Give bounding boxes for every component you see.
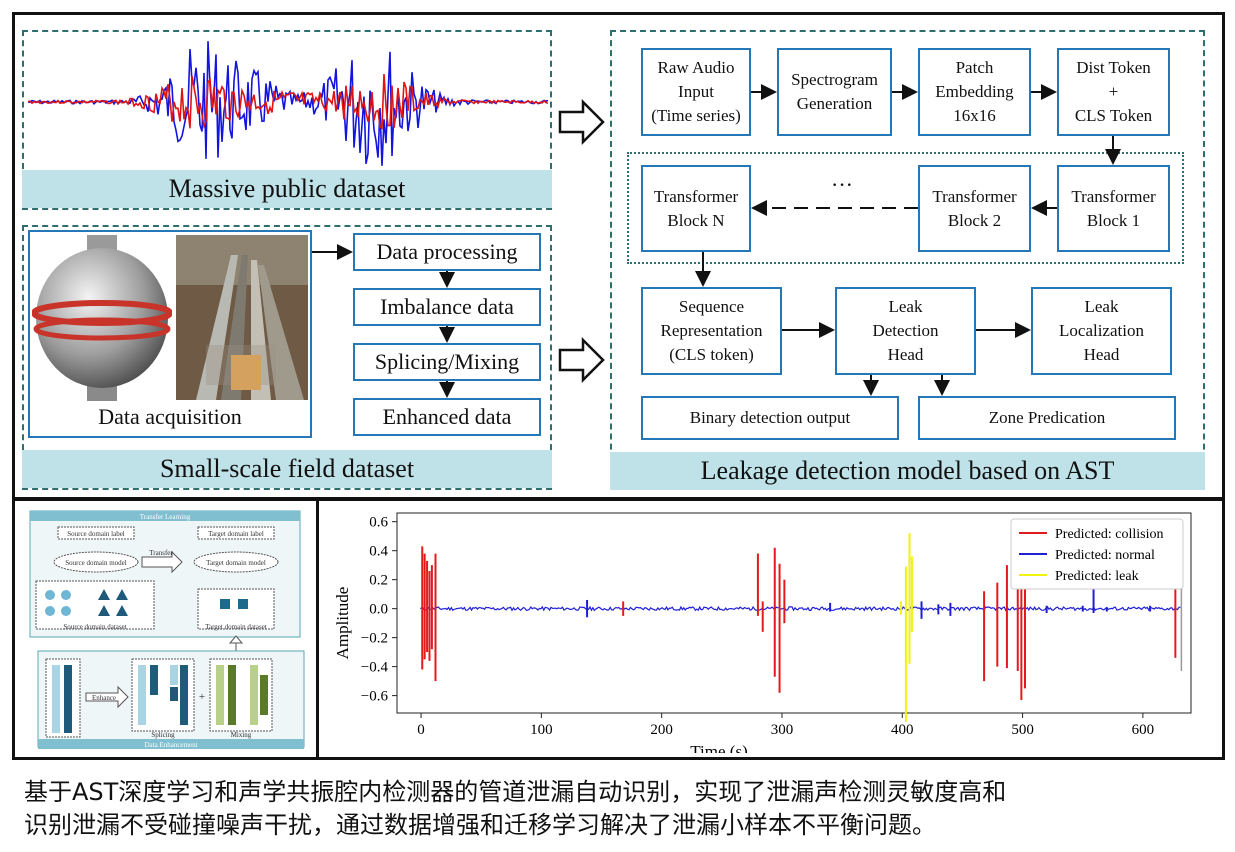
step-imbalance-data: Imbalance data bbox=[353, 288, 541, 326]
de-title: Data Enhancement bbox=[144, 741, 197, 749]
leak-localization-head: Leak Localization Head bbox=[1031, 287, 1172, 375]
leak-detection-head: Leak Detection Head bbox=[835, 287, 976, 375]
y-tick-label: −0.6 bbox=[361, 689, 389, 705]
public-dataset-title: Massive public dataset bbox=[22, 170, 552, 208]
sequence-representation: Sequence Representation (CLS token) bbox=[641, 287, 782, 375]
acquisition-frame bbox=[28, 230, 312, 438]
waveform-trace bbox=[28, 73, 548, 130]
binary-detection-output: Binary detection output bbox=[641, 396, 899, 440]
raw-audio-input: Raw Audio Input (Time series) bbox=[641, 48, 751, 136]
y-tick-label: 0.4 bbox=[369, 544, 388, 560]
tl-target-label: Target domain label bbox=[208, 530, 264, 538]
legend-label-0: Predicted: collision bbox=[1055, 527, 1163, 542]
transformer-block-2: Transformer Block 2 bbox=[918, 165, 1031, 252]
step-data-processing: Data processing bbox=[353, 233, 541, 271]
y-tick-label: −0.4 bbox=[361, 660, 389, 676]
x-axis-label: Time (s) bbox=[690, 742, 747, 753]
x-tick-label: 0 bbox=[417, 722, 425, 738]
prediction-chart: 0 100 200 300 400 500 600 −0.6 −0.4 −0.2 0.0 0.2 0.4… bbox=[333, 512, 1192, 753]
pipeline-photo bbox=[176, 235, 308, 400]
step-splicing-mixing: Splicing/Mixing bbox=[353, 343, 541, 381]
transformer-block-1: Transformer Block 1 bbox=[1057, 165, 1170, 252]
top-panel-arrows bbox=[312, 84, 1121, 398]
y-tick-label: 0.0 bbox=[369, 602, 388, 618]
public-dataset-panel bbox=[22, 30, 552, 210]
inline-detector-photo bbox=[32, 235, 172, 401]
ellipsis: ··· bbox=[831, 172, 853, 197]
de-splicing: Splicing bbox=[151, 731, 175, 739]
patch-embedding: Patch Embedding 16x16 bbox=[918, 48, 1031, 136]
spectrogram-generation: Spectrogram Generation bbox=[777, 48, 892, 136]
x-tick-label: 100 bbox=[530, 722, 553, 738]
tl-source-model: Source domain model bbox=[65, 559, 126, 567]
hollow-arrow-upper bbox=[558, 98, 605, 146]
normal-baseline bbox=[420, 605, 1181, 612]
y-tick-label: 0.6 bbox=[369, 515, 388, 531]
tl-target-model: Target domain model bbox=[206, 559, 266, 567]
x-tick-label: 500 bbox=[1011, 722, 1033, 738]
tl-transfer: Transfer bbox=[149, 549, 173, 557]
legend-label-2: Predicted: leak bbox=[1055, 569, 1139, 584]
de-mixing: Mixing bbox=[231, 731, 252, 739]
legend-box bbox=[1010, 518, 1184, 590]
x-tick-label: 300 bbox=[771, 722, 794, 738]
caption-line-1: 基于AST深度学习和声学共振腔内检测器的管道泄漏自动识别，实现了泄漏声检测灵敏度… bbox=[24, 778, 1007, 806]
x-tick-label: 400 bbox=[891, 722, 914, 738]
step-enhanced-data: Enhanced data bbox=[353, 398, 541, 436]
x-tick-label: 600 bbox=[1132, 722, 1155, 738]
field-dataset-panel bbox=[22, 225, 552, 490]
tl-source-label: Source domain label bbox=[67, 530, 125, 538]
caption: 基于AST深度学习和声学共振腔内检测器的管道泄漏自动识别，实现了泄漏声检测灵敏度… bbox=[24, 776, 1214, 842]
waveform-illustration bbox=[28, 41, 548, 166]
bottom-right-panel bbox=[316, 498, 1225, 760]
dist-cls-token: Dist Token + CLS Token bbox=[1057, 48, 1170, 136]
ast-model-title: Leakage detection model based on AST bbox=[610, 452, 1205, 490]
tl-target-dataset: Target domain dataset bbox=[205, 623, 267, 631]
transformer-block-n: Transformer Block N bbox=[641, 165, 751, 252]
x-tick-label: 200 bbox=[650, 722, 673, 738]
field-dataset-title: Small-scale field dataset bbox=[22, 450, 552, 488]
data-acquisition-label: Data acquisition bbox=[98, 404, 242, 429]
de-enhance: Enhance bbox=[92, 694, 116, 702]
y-tick-label: 0.2 bbox=[369, 573, 388, 589]
de-plus: + bbox=[199, 691, 205, 703]
legend-label-1: Predicted: normal bbox=[1055, 548, 1155, 563]
transfer-learning-diagram: Transfer Learning Source domain label So… bbox=[29, 510, 305, 749]
zone-predication: Zone Predication bbox=[918, 396, 1176, 440]
tl-title: Transfer Learning bbox=[140, 513, 191, 521]
transformer-group bbox=[627, 152, 1184, 264]
tl-source-dataset: Source domain dataset bbox=[63, 623, 126, 631]
caption-line-2: 识别泄漏不受碰撞噪声干扰，通过数据增强和迁移学习解决了泄漏小样本不平衡问题。 bbox=[24, 811, 936, 839]
y-tick-label: −0.2 bbox=[361, 631, 388, 647]
y-axis-label: Amplitude bbox=[333, 587, 352, 660]
hollow-arrow-lower bbox=[558, 336, 605, 384]
